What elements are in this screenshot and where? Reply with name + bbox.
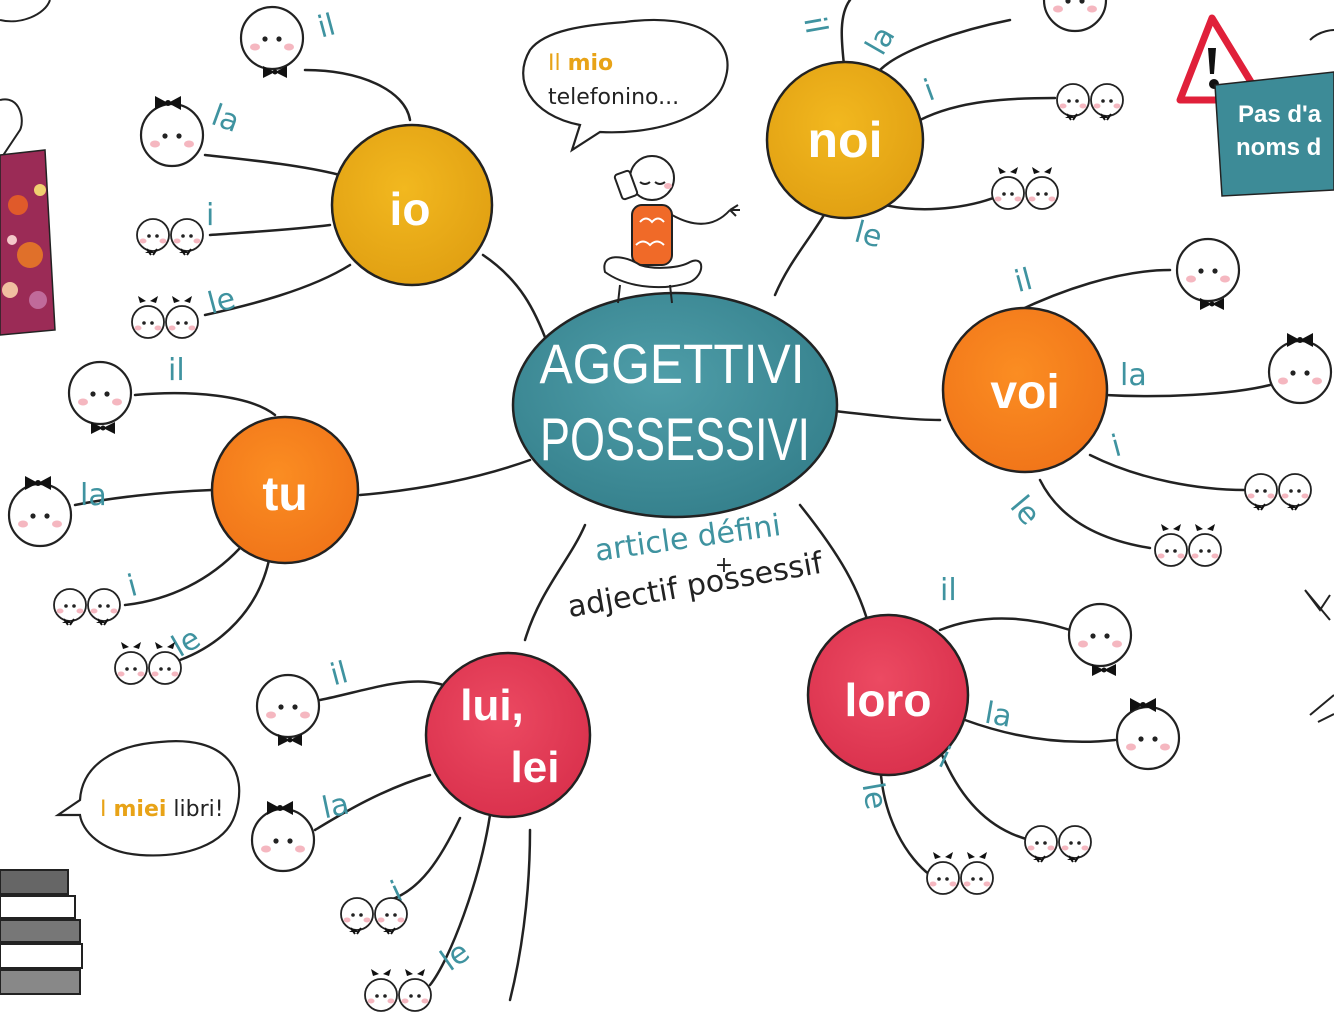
girl-on-phone-illustration — [603, 155, 740, 304]
label-lui: lui, — [460, 681, 524, 730]
voi-la-head — [1267, 333, 1333, 405]
node-io: io — [330, 123, 494, 287]
io-il: il — [314, 7, 339, 45]
loro-le-heads — [927, 852, 993, 894]
noi-la-head — [1042, 0, 1108, 33]
lui-le: le — [434, 935, 476, 979]
tu-la: la — [80, 478, 107, 513]
tu-la-head — [7, 476, 73, 548]
formula-plus: + — [715, 553, 733, 578]
tu-il: il — [168, 353, 185, 388]
loro-le: le — [854, 780, 893, 812]
warning-line1: Pas d'a — [1238, 101, 1322, 128]
voi-i-heads — [1245, 474, 1311, 510]
voi-le-heads — [1155, 524, 1221, 566]
label-io: io — [390, 183, 431, 235]
noi-la: la — [859, 20, 903, 61]
noi-i: i — [919, 73, 939, 109]
tu-le-heads — [115, 642, 181, 684]
speech-bubble-bottom: I miei libri! — [54, 740, 241, 857]
noi-il: il — [796, 14, 833, 36]
lui-le-heads — [365, 969, 431, 1011]
voi-i: i — [1108, 428, 1125, 464]
voi-la: la — [1120, 358, 1147, 393]
lui-il: il — [327, 655, 352, 693]
io-le-heads — [132, 296, 198, 338]
loro-la: la — [982, 696, 1014, 735]
bubble-top-line2: telefonino... — [548, 85, 679, 110]
center-node: AGGETTIVI POSSESSIVI — [511, 291, 839, 519]
voi-il-head — [1175, 237, 1241, 310]
noi-i-heads — [1057, 84, 1123, 120]
noi-le-heads — [992, 167, 1058, 209]
node-noi: noi — [765, 60, 925, 220]
io-la: la — [207, 98, 244, 140]
label-lei: lei — [511, 743, 560, 792]
io-le: le — [204, 281, 239, 322]
center-title-line2: POSSESSIVI — [540, 406, 810, 473]
node-tu: tu — [210, 415, 360, 565]
label-noi: noi — [808, 112, 883, 168]
book-stack-illustration — [0, 869, 83, 995]
loro-il: il — [940, 573, 957, 608]
center-title-line1: AGGETTIVI — [540, 332, 805, 395]
label-loro: loro — [845, 674, 932, 726]
node-loro: loro — [806, 613, 970, 777]
tu-i: i — [124, 568, 141, 604]
loro-la-head — [1115, 698, 1181, 771]
warning-sign: Pas d'a noms d — [1176, 14, 1334, 197]
voi-il: il — [1011, 262, 1036, 300]
label-tu: tu — [262, 468, 307, 521]
lui-la: la — [319, 787, 352, 827]
bubble-top-line1: Il mio — [548, 51, 613, 76]
lui-il-head — [255, 673, 321, 746]
lui-i-heads — [341, 898, 407, 934]
left-girl-illustration — [0, 0, 56, 336]
noi-le: le — [851, 215, 886, 256]
speech-bubble-top: Il mio telefonino... — [522, 18, 729, 153]
lui-la-head — [250, 801, 316, 873]
loro-i-heads — [1025, 826, 1091, 862]
loro-il-head — [1067, 602, 1133, 676]
tu-i-heads — [54, 589, 120, 625]
io-la-head — [139, 96, 205, 168]
io-il-head — [239, 5, 305, 78]
io-i-heads — [137, 219, 203, 255]
label-voi: voi — [990, 366, 1059, 419]
node-lui-lei: lui, lei — [424, 651, 592, 819]
io-i: i — [206, 198, 214, 233]
node-voi: voi — [941, 306, 1109, 474]
warning-line2: noms d — [1236, 134, 1321, 161]
bubble-bottom-text: I miei libri! — [100, 797, 224, 822]
tu-il-head — [67, 360, 133, 434]
voi-le: le — [1003, 489, 1047, 532]
